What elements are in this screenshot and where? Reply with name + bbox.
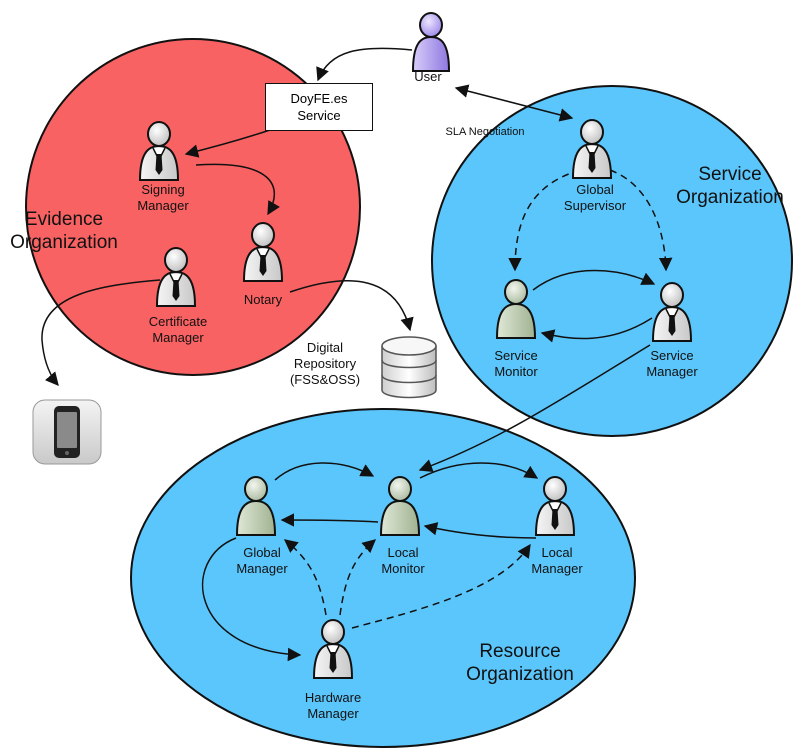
hardware-to-local-manager-dashed (351, 543, 531, 629)
supervisor-to-service-manager-dashed (609, 169, 673, 272)
sla-negotiation-arrow (454, 84, 574, 122)
local-manager-to-local-monitor-arrow (423, 522, 537, 539)
phone-icon (32, 399, 102, 465)
service-to-signing-arrow (184, 129, 271, 158)
user-icon (411, 12, 451, 72)
supervisor-to-service-monitor-dashed (508, 169, 581, 272)
service-box-line1: DoyFE.es (290, 91, 348, 106)
notary-label: Notary (243, 292, 283, 307)
global-manager-to-hardware-arrow (202, 537, 302, 662)
database-icon (381, 336, 437, 399)
service-organization-circle (431, 85, 793, 437)
user-label: User (414, 69, 442, 84)
hardware-to-global-manager-dashed (283, 539, 327, 616)
evidence-organization-label: Evidence Organization (10, 209, 118, 253)
service-box-line2: Service (297, 108, 341, 123)
notary-to-repository-arrow (289, 280, 414, 332)
sla-negotiation-label: SLA Negotiation (445, 126, 525, 138)
signing-to-notary-arrow (195, 163, 280, 216)
local-monitor-to-local-manager-arrow (419, 462, 539, 479)
service-manager-to-local-monitor-arrow (418, 344, 651, 473)
global-manager-to-local-monitor-arrow (274, 462, 375, 481)
user-to-service-arrow (316, 47, 413, 82)
service-organization-label: Service Organization (676, 164, 784, 208)
resource-organization-label: Resource Organization (466, 641, 574, 685)
service-manager-to-monitor-arrow (540, 317, 653, 343)
service-monitor-to-manager-arrow (532, 269, 656, 291)
local-monitor-to-global-manager-arrow (280, 513, 379, 527)
doyfe-service-box: DoyFE.es Service (265, 83, 373, 131)
hardware-to-local-monitor-dashed (339, 539, 377, 616)
resource-organization-circle (130, 408, 636, 748)
certificate-to-phone-arrow (41, 279, 161, 387)
